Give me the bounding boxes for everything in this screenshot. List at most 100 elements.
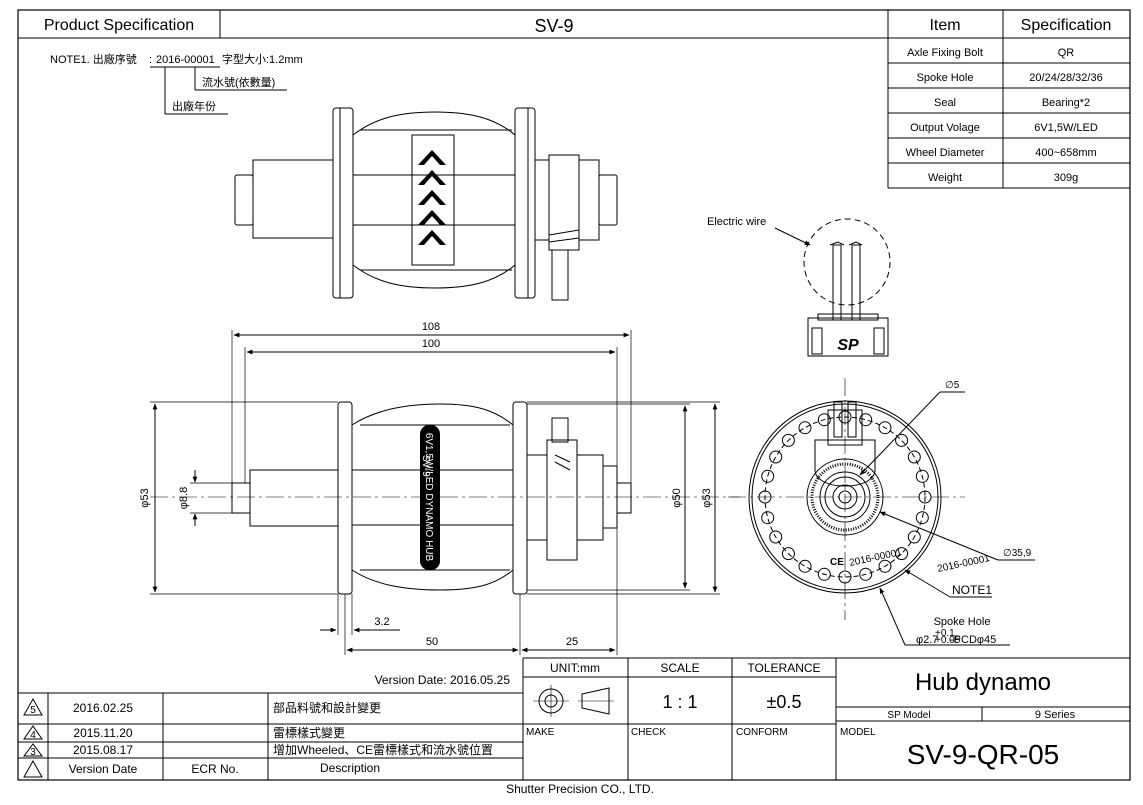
note1-font-size: 字型大小:1.2mm — [222, 52, 303, 66]
spoke-hole — [859, 567, 873, 581]
revision-row: 5 2016.02.25 部品料號和設計變更 — [23, 697, 381, 716]
sp-model-label: SP Model — [887, 710, 930, 721]
dim-100: 100 — [422, 338, 440, 350]
note1-block: NOTE1. 出廠序號 : 2016-00001 字型大小:1.2mm 流水號(… — [50, 52, 303, 115]
electric-wire-detail: Electric wire SP — [707, 216, 891, 357]
check-label: CHECK — [631, 727, 666, 738]
spoke-hole — [915, 511, 929, 525]
tolerance-label: TOLERANCE — [747, 661, 820, 675]
spoke-hole — [838, 570, 852, 584]
spoke-hole — [878, 421, 892, 435]
dim-25: 25 — [566, 636, 578, 648]
spec-col-item: Item — [929, 17, 960, 34]
product-name: Hub dynamo — [915, 669, 1051, 696]
spoke-hole-spec: φ2.7 — [916, 634, 938, 646]
scale-value: 1 : 1 — [662, 692, 697, 712]
hub-end-view: CE 2016-00001 2016-00001 ∅5 ∅35,9 NOTE1 … — [728, 378, 1035, 646]
spoke-hole — [817, 413, 831, 427]
header-center-title: SV-9 — [534, 16, 573, 36]
rev-date: 2015.11.20 — [73, 726, 132, 740]
spec-value: Bearing*2 — [1042, 97, 1090, 109]
spoke-hole — [798, 421, 812, 435]
dim-3-2: 3.2 — [374, 616, 389, 628]
spec-table: Item Specification Axle Fixing Bolt QR S… — [887, 10, 1130, 189]
spec-item: Wheel Diameter — [906, 147, 985, 159]
spoke-holes — [758, 410, 932, 584]
spoke-hole — [761, 511, 775, 525]
rev-date: 2015.08.17 — [73, 743, 133, 757]
model-label: MODEL — [840, 727, 876, 738]
spoke-hole — [907, 450, 921, 464]
spoke-hole-pcd: -PCDφ45 — [950, 634, 996, 646]
tolerance-value: ±0.5 — [767, 692, 802, 712]
note1-callout: NOTE1 — [952, 583, 992, 597]
rev-desc: 雷標樣式變更 — [273, 725, 345, 740]
spec-item: Seal — [934, 97, 956, 109]
unit-label: UNIT:mm — [550, 661, 600, 675]
spoke-hole-tol-dn: +0.05 — [935, 635, 961, 646]
spec-value: QR — [1058, 47, 1075, 59]
rev-number: 4 — [30, 730, 36, 741]
spoke-hole — [918, 490, 932, 504]
spoke-hole — [895, 433, 909, 447]
note1-prefix: NOTE1. 出廠序號 — [50, 52, 137, 66]
make-label: MAKE — [526, 727, 555, 738]
note1-flow-no: 流水號(依數量) — [202, 75, 275, 89]
spoke-hole — [895, 547, 909, 561]
dim-53-left: φ53 — [139, 488, 151, 507]
dim-50-len: 50 — [426, 636, 438, 648]
spoke-hole — [781, 547, 795, 561]
spoke-hole — [769, 530, 783, 544]
rev-header-date: Version Date — [69, 762, 138, 776]
dim-35-9: ∅35,9 — [1003, 548, 1032, 559]
note1-serial: 2016-00001 — [156, 54, 215, 66]
spoke-hole — [915, 469, 929, 483]
spoke-hole-label: Spoke Hole — [934, 616, 991, 628]
spoke-hole — [781, 433, 795, 447]
revision-row: 4 2015.11.20 雷標樣式變更 — [23, 725, 345, 741]
model-value: SV-9-QR-05 — [907, 739, 1060, 770]
spoke-hole — [769, 450, 783, 464]
dim-108: 108 — [422, 321, 440, 333]
rev-number: 3 — [30, 747, 36, 758]
spec-item: Spoke Hole — [917, 72, 974, 84]
spec-value: 400~658mm — [1035, 147, 1096, 159]
hub-serial-small: 2016-00001 — [848, 547, 903, 569]
ce-mark: CE — [830, 557, 844, 568]
note1-year: 出廠年份 — [172, 99, 216, 113]
sp-logo: SP — [837, 337, 859, 354]
hub-print-text: 6V1,5W/LED DYNAMO HUB — [423, 433, 434, 562]
hub-print-model: SV-9 — [420, 455, 431, 477]
spec-item: Weight — [928, 172, 962, 184]
spoke-hole — [761, 469, 775, 483]
revision-row: 3 2015.08.17 增加Wheeled、CE雷標樣式和流水號位置 — [23, 742, 493, 758]
spec-item: Axle Fixing Bolt — [907, 47, 983, 59]
spec-value: 20/24/28/32/36 — [1029, 72, 1102, 84]
spec-value: 6V1,5W/LED — [1034, 122, 1098, 134]
header-strip: Product Specification SV-9 — [18, 10, 888, 39]
rev-desc: 增加Wheeled、CE雷標樣式和流水號位置 — [273, 742, 493, 757]
spoke-hole — [758, 490, 772, 504]
hub-side-view: 6V1,5W/LED DYNAMO HUB SV-9 108 100 φ53 φ… — [139, 321, 740, 655]
header-left-title: Product Specification — [44, 17, 194, 34]
hub-serial-callout: 2016-00001 — [936, 553, 991, 575]
spoke-hole — [859, 413, 873, 427]
rev-date: 2016.02.25 — [73, 701, 133, 715]
rev-desc: 部品料號和設計變更 — [273, 700, 381, 715]
rev-header-desc: Description — [320, 761, 380, 775]
title-block: Version Date: 2016.05.25 5 2016.02.25 部品… — [18, 657, 1130, 780]
electric-wire-label: Electric wire — [707, 216, 766, 228]
spoke-hole — [798, 559, 812, 573]
spoke-hole — [878, 559, 892, 573]
spoke-hole — [838, 410, 852, 424]
spec-value: 309g — [1054, 172, 1078, 184]
spoke-hole — [907, 530, 921, 544]
spec-item: Output Volage — [910, 122, 980, 134]
rev-number: 5 — [30, 705, 36, 716]
dim-8-8: φ8.8 — [178, 487, 190, 509]
scale-label: SCALE — [660, 661, 699, 675]
series-value: 9 Series — [1035, 709, 1076, 721]
dim-5: ∅5 — [945, 380, 960, 391]
version-date: Version Date: 2016.05.25 — [375, 673, 511, 687]
